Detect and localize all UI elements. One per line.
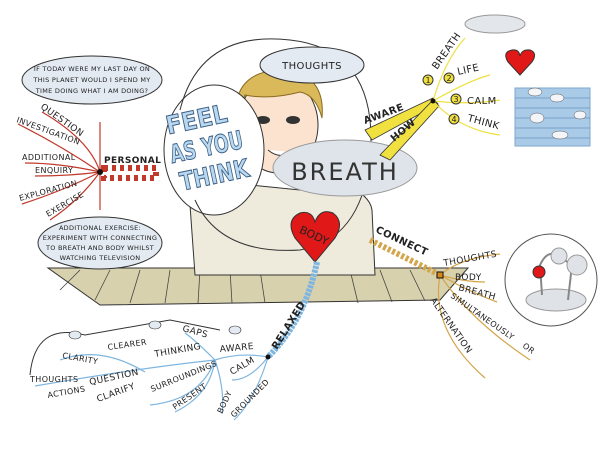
heart-body: BODY — [290, 211, 340, 263]
branch-label: THINKING — [153, 342, 202, 360]
branch-label: CLARITY — [62, 351, 99, 366]
cloud-text: WATCHING TELEVISION — [60, 254, 141, 262]
item-number: 3 — [453, 95, 458, 104]
cloud-text: ADDITIONAL EXERCISE: — [59, 224, 141, 232]
branch-label: ENQUIRY — [35, 166, 73, 175]
item-number: 4 — [451, 115, 456, 124]
thoughts-cloud: THOUGHTS — [259, 46, 365, 84]
personal-label: PERSONAL — [104, 156, 161, 166]
connect-label: CONNECT — [374, 225, 430, 259]
breath-label: BREATH — [291, 158, 399, 186]
cloud-text: EXPERIMENT WITH CONNECTING — [43, 234, 158, 242]
heart-icon — [505, 49, 536, 76]
branch-label: SURROUNDINGS — [149, 359, 218, 394]
title-cloud: FEEL AS YOU THINK — [163, 84, 265, 216]
aware-branch: AWARE HOW 1 BREATH 2 LIFE 3 CALM 4 THINK — [362, 31, 501, 161]
branch-label: PRESENT — [171, 382, 208, 412]
thoughts-label: THOUGHTS — [281, 61, 342, 72]
item-number: 1 — [425, 76, 430, 85]
branch-label: THOUGHTS — [29, 375, 78, 384]
branch-label: CLEARER — [107, 338, 147, 352]
branch-label: BODY — [455, 273, 482, 283]
personal-branch: PERSONAL QUESTION INVESTIGATION ADDITION… — [15, 102, 161, 221]
branch-label: THOUGHTS — [442, 250, 498, 269]
exercise-cloud: ADDITIONAL EXERCISE: EXPERIMENT WITH CON… — [37, 216, 163, 270]
item-label: LIFE — [456, 63, 480, 78]
branch-label: AWARE — [219, 342, 254, 355]
branch-label: GROUNDED — [229, 377, 271, 419]
connected-clouds-picture — [504, 233, 598, 327]
branch-label: ACTIONS — [47, 384, 86, 400]
numbered-items: 1 BREATH 2 LIFE 3 CALM 4 THINK — [422, 31, 501, 132]
branch-label: ADDITIONAL — [22, 153, 76, 162]
item-label: CALM — [467, 96, 497, 107]
flying-cloud — [464, 14, 526, 34]
sky-picture — [514, 87, 591, 147]
cloud-text: IF TODAY WERE MY LAST DAY ON — [34, 65, 150, 73]
cloud-text: THIS PLANET WOULD I SPEND MY — [32, 76, 150, 84]
item-label: THINK — [465, 113, 500, 132]
branch-label: CALM — [229, 356, 257, 378]
branch-label: OR — [521, 341, 537, 356]
table — [46, 267, 470, 306]
item-number: 2 — [446, 74, 451, 83]
question-cloud: IF TODAY WERE MY LAST DAY ON THIS PLANET… — [21, 55, 163, 105]
relaxed-label: RELAXED — [270, 300, 308, 352]
cloud-text: TIME DOING WHAT I AM DOING? — [35, 87, 149, 95]
cloud-text: TO BREATH AND BODY WHILST — [45, 244, 154, 252]
